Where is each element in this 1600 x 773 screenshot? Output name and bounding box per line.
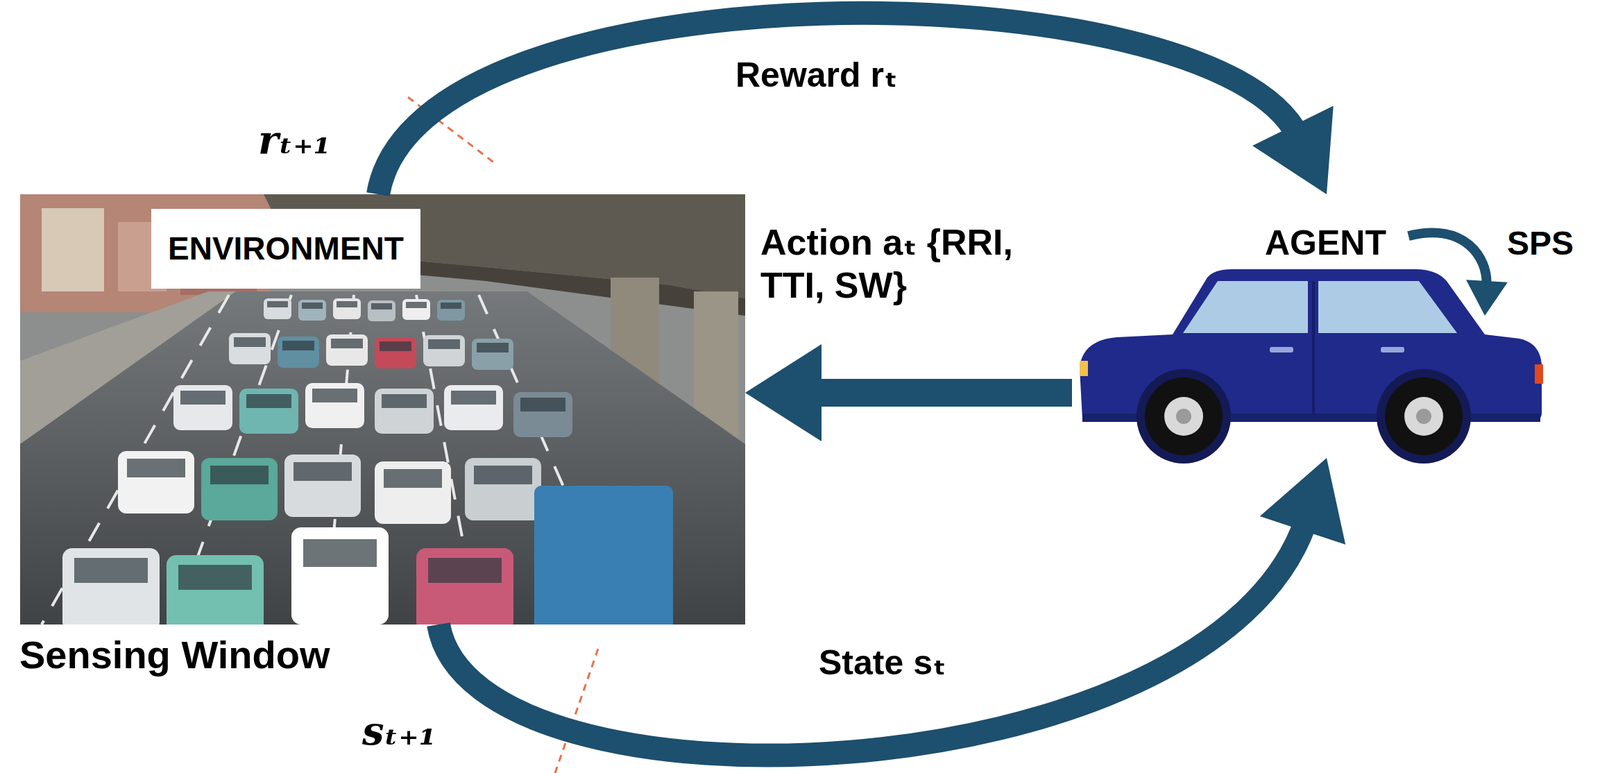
- environment-region: ENVIRONMENT: [20, 194, 746, 625]
- divider-line: [555, 648, 599, 773]
- arrow-head: [1260, 457, 1346, 545]
- arrow-body: [438, 519, 1307, 756]
- car-shapes: [62, 298, 674, 625]
- arrow-body: [378, 13, 1299, 195]
- agent-region: AGENT: [1071, 194, 1551, 458]
- traffic-photo: [20, 194, 746, 625]
- arrow-head: [745, 344, 822, 442]
- reward-next-label: rₜ₊₁: [258, 116, 331, 164]
- sps-loop-arrow: [1408, 232, 1508, 316]
- arrow-head: [1466, 279, 1508, 316]
- state-arrow: [438, 457, 1346, 756]
- sps-label: SPS: [1507, 223, 1574, 264]
- state-next-label: sₜ₊₁: [362, 707, 436, 755]
- action-label: Action aₜ {RRI, TTI, SW}: [760, 220, 1052, 308]
- state-label: State sₜ: [818, 641, 946, 684]
- arrow-body: [810, 378, 1073, 407]
- environment-label: ENVIRONMENT: [151, 208, 421, 289]
- arrow-body: [1408, 232, 1487, 286]
- action-arrow: [745, 344, 1072, 442]
- arrow-head: [1252, 106, 1334, 195]
- reward-label: Reward rₜ: [735, 54, 898, 96]
- sensing-window-label: Sensing Window: [19, 631, 330, 678]
- reward-arrow: [378, 13, 1334, 195]
- agent-car: [1079, 269, 1544, 464]
- agent-label: AGENT: [1264, 222, 1387, 264]
